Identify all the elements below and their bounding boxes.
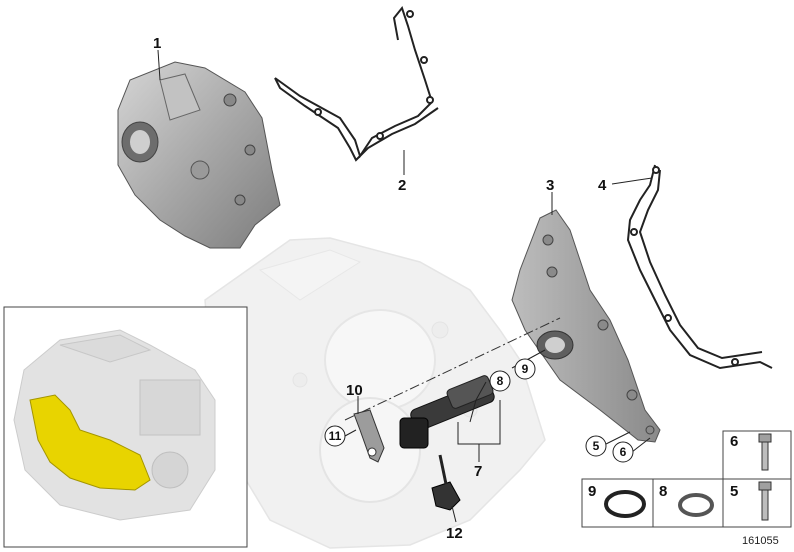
circled-label-11: 11: [324, 425, 346, 447]
label-part-6: 6: [620, 445, 627, 459]
connector-part-12: [431, 454, 461, 511]
legend-label-5: 5: [730, 483, 738, 500]
engine-overview-inset: [3, 306, 248, 548]
circled-label-9: 9: [514, 358, 536, 380]
bolt-part-6-icon: [758, 433, 772, 471]
hardware-legend: [581, 430, 792, 528]
gasket-part-4: [626, 164, 773, 370]
o-ring-part-8-icon: [678, 493, 714, 517]
legend-label-6: 6: [730, 433, 738, 450]
legend-label-9: 9: [588, 483, 596, 500]
label-part-9: 9: [522, 362, 529, 376]
solenoid-valve-part-8: [399, 375, 495, 449]
timing-cover-part-1: [117, 61, 281, 249]
bolt-part-5-icon: [758, 481, 772, 521]
label-part-4: 4: [598, 177, 607, 194]
highlighted-timing-parts: [29, 394, 151, 491]
label-part-5: 5: [593, 439, 600, 453]
leader-lines: [157, 49, 653, 523]
label-part-11: 11: [329, 429, 342, 443]
diagram-reference-number: 161055: [742, 535, 779, 547]
legend-label-8: 8: [659, 483, 667, 500]
circled-label-6: 6: [612, 441, 634, 463]
label-part-1: 1: [153, 35, 161, 52]
ghost-engine-housing: [204, 237, 546, 549]
circled-label-8: 8: [489, 370, 511, 392]
circled-label-5: 5: [585, 435, 607, 457]
gasket-part-2: [274, 5, 439, 162]
label-part-10: 10: [346, 382, 363, 399]
label-part-8: 8: [497, 374, 504, 388]
label-part-12: 12: [446, 525, 463, 542]
label-part-2: 2: [398, 177, 406, 194]
label-part-3: 3: [546, 177, 554, 194]
side-cover-part-3: [511, 209, 661, 443]
bracket-part-10: [353, 409, 385, 463]
label-part-7: 7: [474, 463, 482, 480]
o-ring-part-9-icon: [604, 490, 646, 518]
assembly-axis-line: [344, 317, 561, 421]
